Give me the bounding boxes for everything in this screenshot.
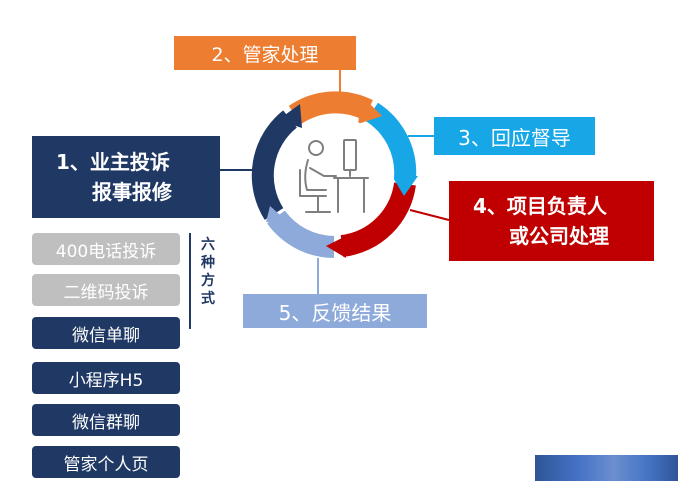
person-at-desk-icon xyxy=(299,139,369,213)
step-5-box: 5、反馈结果 xyxy=(243,294,427,328)
step-3-box: 3、回应督导 xyxy=(434,117,595,155)
ways-label-char: 种 xyxy=(201,255,215,271)
ways-bracket-line xyxy=(189,233,191,329)
decorative-corner-bar xyxy=(535,455,678,481)
step-4-line1: 4、项目负责人 xyxy=(473,194,607,218)
ring-arrow-step2 xyxy=(358,96,382,124)
ring-arrow-step3 xyxy=(392,176,418,196)
way-item-qrcode: 二维码投诉 xyxy=(32,274,180,306)
way-item-miniprogram: 小程序H5 xyxy=(32,362,180,394)
way-item-hotline: 400电话投诉 xyxy=(32,233,180,265)
ways-label-char: 方 xyxy=(201,273,215,289)
ring-arrow-step1 xyxy=(278,104,302,128)
connector-step4 xyxy=(409,209,450,221)
ring-arrow-step5 xyxy=(266,206,288,222)
step-2-box: 2、管家处理 xyxy=(174,36,356,70)
step-1-line1: 1、业主投诉 xyxy=(56,150,170,174)
ways-label: 六 种 方 式 xyxy=(198,236,218,308)
way-item-wechat-group: 微信群聊 xyxy=(32,404,180,436)
ring-arrow-step4 xyxy=(326,236,346,258)
way-item-butler-page: 管家个人页 xyxy=(32,446,180,478)
ring-segment-step1 xyxy=(251,110,298,220)
ring-segment-step4 xyxy=(340,182,416,257)
ways-label-char: 式 xyxy=(201,291,215,307)
ways-label-char: 六 xyxy=(201,237,215,253)
step-1-box: 1、业主投诉 报事报修 xyxy=(32,136,220,218)
step-4-line2: 或公司处理 xyxy=(509,224,609,248)
step-1-line2: 报事报修 xyxy=(92,180,172,204)
ring-segment-step2 xyxy=(288,91,373,125)
step-4-box: 4、项目负责人 或公司处理 xyxy=(449,181,654,261)
way-item-wechat-single: 微信单聊 xyxy=(32,317,180,349)
